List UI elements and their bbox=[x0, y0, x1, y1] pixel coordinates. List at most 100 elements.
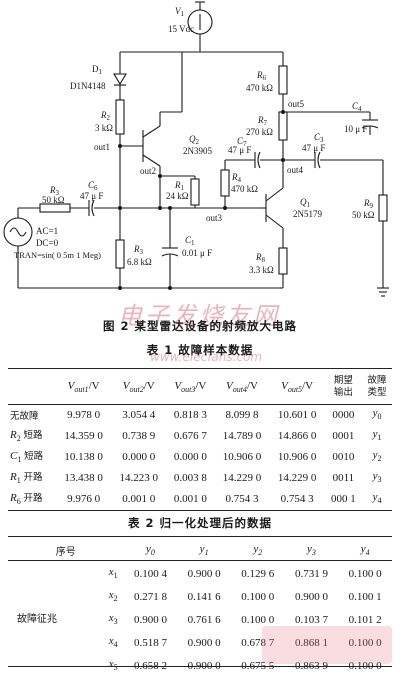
t2-row-symbol: x bbox=[108, 566, 114, 579]
t1-header-out2-symbol: V bbox=[122, 379, 130, 392]
rf-amplifier-schematic: V1 15 Vdc D1 D1N4148 R2 3 kΩ R6 470 kΩ o… bbox=[3, 1, 389, 297]
t1-cell-value: 10.138 0 bbox=[64, 450, 103, 463]
t2-row-sub: 1 bbox=[113, 571, 118, 581]
t1-header-out5: Vout5/V bbox=[270, 370, 325, 404]
t2-row-sub: 4 bbox=[113, 640, 118, 650]
t1-type-sub: 2 bbox=[377, 454, 382, 464]
t2-header-y4: y4 bbox=[338, 538, 392, 562]
table2-top-rule bbox=[8, 536, 392, 537]
t1-header-type-line1: 故障 bbox=[367, 376, 387, 386]
r1-value: 24 kΩ bbox=[166, 191, 189, 201]
t2-header-y0-subscript: 0 bbox=[150, 548, 155, 558]
t1-cell-value: 10.601 0 bbox=[277, 408, 317, 421]
t2-header-y0-symbol: y bbox=[146, 542, 151, 555]
r3-low-label: R3 bbox=[133, 244, 144, 256]
t1-cell-value: 14.359 0 bbox=[64, 429, 103, 442]
t1-cell-type: y4 bbox=[362, 488, 392, 509]
corner-watermark-stamp bbox=[262, 626, 392, 664]
t1-cell-value: 0.003 8 bbox=[173, 471, 207, 484]
figure-caption: 图 2 某型雷达设备的射频放大电路 bbox=[102, 319, 297, 333]
t1-cell-value: 13.438 0 bbox=[64, 471, 103, 484]
t1-header-out1: Vout1/V bbox=[56, 370, 111, 404]
t2-header-index: 序号 bbox=[55, 546, 76, 558]
v1-value: 15 Vdc bbox=[168, 24, 194, 34]
r3-left-value: 50 kΩ bbox=[42, 195, 65, 205]
q1-label: Q1 bbox=[300, 197, 311, 209]
c4-value: 10 μ F bbox=[344, 124, 367, 134]
t1-cell-type: y2 bbox=[362, 446, 392, 467]
t2-cell-value: 0.100 0 bbox=[241, 613, 275, 626]
t2-header-y4-subscript: 4 bbox=[365, 548, 370, 558]
t1-header-fault-type: 故障类型 bbox=[362, 370, 392, 404]
table2-bottom-rule bbox=[8, 666, 392, 667]
c1-label: C1 bbox=[185, 235, 195, 247]
t1-row-condition: 无故障 bbox=[10, 410, 39, 422]
t1-cell-expected: 0010 bbox=[332, 450, 355, 463]
t2-row-sub: 5 bbox=[113, 663, 118, 673]
r4-value: 470 kΩ bbox=[231, 184, 258, 194]
t1-cell-value: 0.818 3 bbox=[173, 408, 207, 421]
t1-row-condition: 开路 bbox=[23, 493, 43, 505]
t1-cell-value: 0.676 7 bbox=[173, 429, 207, 442]
r8-value: 3.3 kΩ bbox=[249, 265, 274, 275]
t2-header-y0: y0 bbox=[124, 538, 178, 562]
source-dc: DC=0 bbox=[36, 238, 59, 248]
t1-cell-value: 9.978 0 bbox=[67, 408, 101, 421]
r6-value: 470 kΩ bbox=[246, 83, 273, 93]
t2-cell-value: 0.141 6 bbox=[187, 590, 221, 603]
c7-label: C7 bbox=[237, 136, 247, 148]
t2-header-y2: y2 bbox=[231, 538, 285, 562]
c3-value: 47 μ F bbox=[302, 143, 325, 153]
t1-cell-type: y0 bbox=[362, 404, 392, 425]
t1-row-condition: 开路 bbox=[23, 472, 43, 484]
t1-cell-value: 10.906 0 bbox=[277, 450, 317, 463]
c1-value: 0.01 μ F bbox=[182, 248, 212, 258]
t1-header-expected: 期望输出 bbox=[325, 370, 362, 404]
r6-label: R6 bbox=[256, 70, 267, 82]
t2-row-symbol: x bbox=[108, 658, 114, 671]
out2-label: out2 bbox=[140, 166, 156, 176]
t2-group-label: 故障征兆 bbox=[8, 562, 57, 677]
t1-cell-expected: 0000 bbox=[332, 408, 355, 421]
t1-row-label: R6 开路 bbox=[8, 488, 56, 509]
table1-top-rule bbox=[8, 368, 392, 369]
t1-cell-value: 0.738 9 bbox=[122, 429, 156, 442]
t1-cell-value: 14.789 0 bbox=[222, 429, 262, 442]
watermark-cn: 电子发烧友网 bbox=[118, 302, 280, 330]
t1-type-sub: 1 bbox=[377, 433, 382, 443]
t1-header-out3-symbol: V bbox=[174, 379, 182, 392]
r4-label: R4 bbox=[231, 172, 242, 184]
c3-label: C3 bbox=[314, 132, 324, 144]
t2-cell-value: 0.103 7 bbox=[294, 613, 328, 626]
t1-row-component-sub: 1 bbox=[17, 455, 22, 465]
t2-cell-value: 0.100 0 bbox=[348, 567, 382, 580]
t1-row-condition: 短路 bbox=[24, 451, 44, 463]
t1-cell-value: 14.223 0 bbox=[119, 471, 159, 484]
t1-cell-type: y1 bbox=[362, 425, 392, 446]
t1-cell-value: 10.906 0 bbox=[222, 450, 262, 463]
t1-row-component-sub: 6 bbox=[16, 497, 21, 507]
t1-type-sub: 3 bbox=[377, 475, 382, 485]
t2-cell-value: 0.100 0 bbox=[241, 590, 275, 603]
t1-header-expected-line1: 期望 bbox=[333, 376, 353, 386]
r9-value: 50 kΩ bbox=[352, 210, 375, 220]
r9-label: R9 bbox=[363, 198, 374, 210]
t2-cell-value: 0.101 2 bbox=[348, 613, 382, 626]
t1-header-unit: /V bbox=[246, 379, 258, 392]
t2-header-y1-subscript: 1 bbox=[204, 548, 209, 558]
t1-header-unit: /V bbox=[195, 379, 207, 392]
table2-caption: 表 2 归一化处理后的数据 bbox=[127, 516, 272, 530]
r1-label: R1 bbox=[174, 180, 185, 192]
t1-cell-value: 0.000 0 bbox=[173, 450, 207, 463]
t1-header-out4-subscript: out4 bbox=[232, 385, 247, 395]
t1-row-label: R1 开路 bbox=[8, 467, 56, 488]
t2-row-label: x3 bbox=[50, 608, 124, 631]
t1-header-out4-symbol: V bbox=[225, 379, 233, 392]
t1-type-sub: 4 bbox=[377, 496, 382, 506]
